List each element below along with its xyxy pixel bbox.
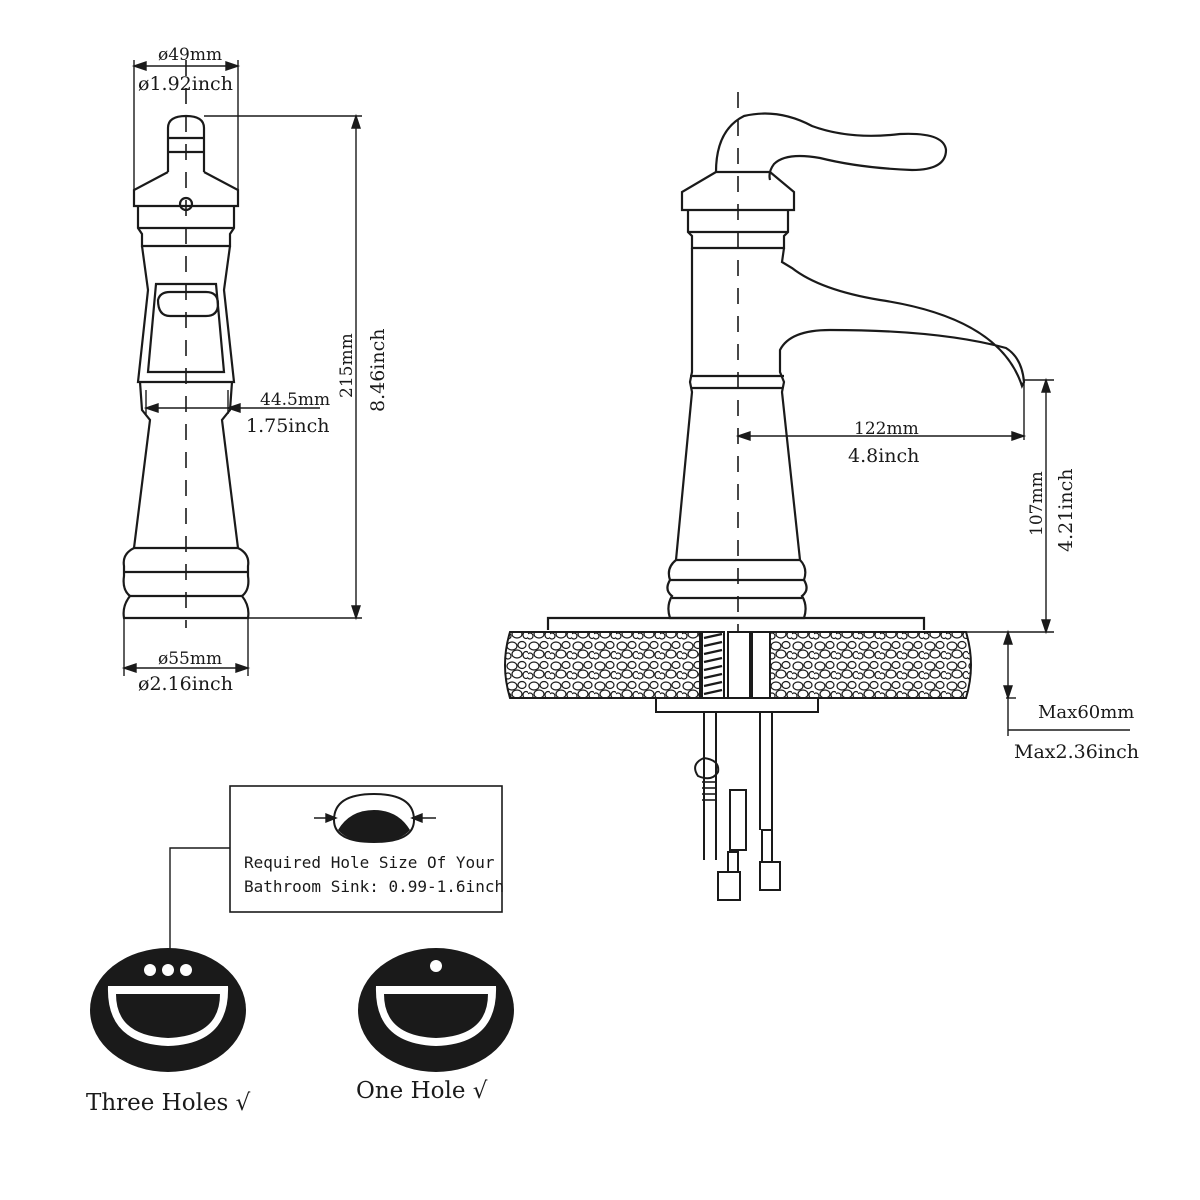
sink-hole-2 bbox=[162, 964, 174, 976]
side-base-rings bbox=[666, 559, 808, 620]
base-diameter-mm: ø55mm bbox=[158, 649, 222, 669]
hose-fitting-left bbox=[717, 871, 741, 901]
height-mm: 215mm bbox=[337, 333, 357, 398]
three-holes-label: Three Holes √ bbox=[86, 1090, 251, 1116]
top-diameter-inch: ø1.92inch bbox=[138, 73, 233, 95]
mid-width-mm: 44.5mm bbox=[260, 390, 330, 410]
sink-hole-3 bbox=[180, 964, 192, 976]
countertop bbox=[504, 631, 972, 713]
supply-lines bbox=[694, 712, 781, 901]
countertop-left bbox=[504, 631, 701, 699]
front-dimensions bbox=[121, 60, 362, 676]
reach-mm: 122mm bbox=[854, 419, 919, 439]
countertop-right bbox=[769, 631, 972, 699]
sink-hole-single bbox=[430, 960, 442, 972]
height-inch: 8.46inch bbox=[367, 329, 389, 413]
hole-size-callout: Required Hole Size Of Your Bathroom Sink… bbox=[169, 785, 504, 960]
front-view bbox=[122, 60, 250, 628]
front-labels: ø49mm ø1.92inch 215mm 8.46inch 44.5mm 1.… bbox=[138, 45, 389, 695]
mounting-nut-plate bbox=[655, 697, 819, 713]
side-body-spout bbox=[674, 247, 1026, 562]
side-cap bbox=[680, 170, 796, 212]
drain-rod-spring bbox=[694, 757, 720, 780]
side-lever-handle bbox=[714, 112, 948, 181]
hole-size-line1: Required Hole Size Of Your bbox=[244, 853, 495, 872]
front-indicator-dot bbox=[178, 196, 194, 212]
top-diameter-mm: ø49mm bbox=[158, 45, 222, 65]
front-handle-knob bbox=[166, 114, 206, 172]
spout-height-inch: 4.21inch bbox=[1055, 469, 1077, 553]
reach-inch: 4.8inch bbox=[848, 445, 919, 467]
front-cap bbox=[132, 171, 240, 208]
sink-one-hole: One Hole √ bbox=[356, 948, 514, 1104]
side-dimensions bbox=[735, 377, 1130, 736]
hose-fitting-right bbox=[759, 861, 781, 891]
deck-max-inch: Max2.36inch bbox=[1014, 741, 1139, 763]
front-upper-body bbox=[136, 245, 236, 384]
front-window bbox=[146, 282, 226, 374]
hole-size-line2: Bathroom Sink: 0.99-1.6inch bbox=[244, 877, 504, 896]
callout-leader bbox=[169, 847, 230, 960]
side-deck-plate bbox=[546, 616, 926, 630]
mid-width-inch: 1.75inch bbox=[246, 415, 330, 437]
sink-hole-1 bbox=[144, 964, 156, 976]
spout-height-mm: 107mm bbox=[1027, 471, 1047, 536]
sink-three-holes: Three Holes √ bbox=[86, 948, 251, 1116]
side-labels: 122mm 4.8inch 107mm 4.21inch Max60mm Max… bbox=[848, 419, 1139, 763]
deck-max-mm: Max60mm bbox=[1038, 702, 1134, 723]
base-diameter-inch: ø2.16inch bbox=[138, 673, 233, 695]
one-hole-label: One Hole √ bbox=[356, 1078, 488, 1104]
side-view bbox=[546, 92, 1026, 660]
